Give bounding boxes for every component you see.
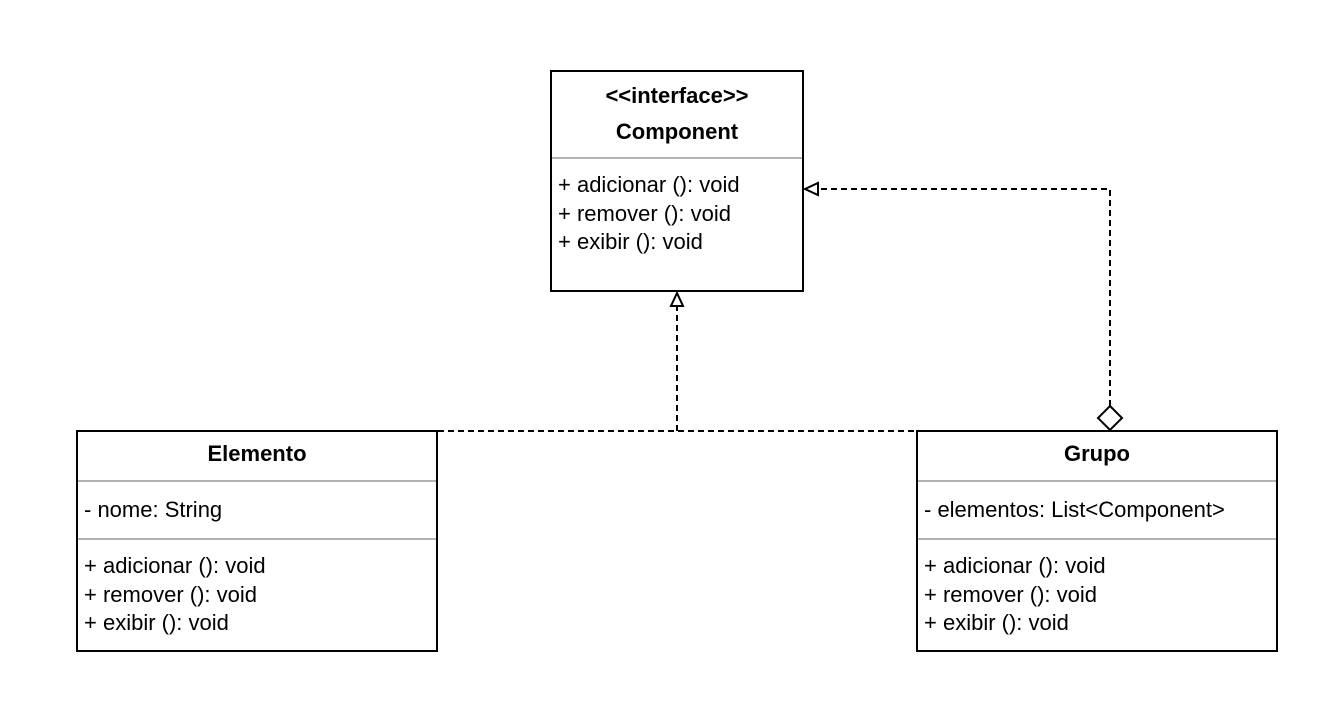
- realization-arrowhead-bottom: [669, 290, 685, 307]
- class-component[interactable]: <<interface>> Component + adicionar (): …: [550, 70, 804, 292]
- grupo-operation: + adicionar (): void: [924, 553, 1106, 578]
- class-grupo[interactable]: Grupo - elementos: List<Component> + adi…: [916, 430, 1278, 652]
- grupo-attribute: - elementos: List<Component>: [924, 497, 1225, 522]
- component-operation: + exibir (): void: [558, 229, 703, 254]
- grupo-name: Grupo: [918, 432, 1276, 482]
- elemento-operation: + exibir (): void: [84, 610, 229, 635]
- grupo-operation: + exibir (): void: [924, 610, 1069, 635]
- component-operation: + remover (): void: [558, 200, 731, 226]
- aggregation-line-grupo-to-component: [818, 188, 1111, 406]
- realization-line-elemento-grupo-to-component: [438, 306, 916, 432]
- aggregation-arrowhead-right: [802, 181, 819, 197]
- component-operation: + adicionar (): void: [558, 172, 740, 197]
- grupo-operation: + remover (): void: [924, 581, 1097, 607]
- elemento-operation: + adicionar (): void: [84, 553, 266, 578]
- elemento-name: Elemento: [78, 432, 436, 482]
- component-header: <<interface>> Component: [552, 72, 802, 159]
- elemento-attribute: - nome: String: [84, 497, 223, 522]
- elemento-operations: + adicionar (): void + remover (): void …: [78, 540, 436, 638]
- component-name: Component: [615, 119, 739, 144]
- grupo-attributes: - elementos: List<Component>: [918, 482, 1276, 540]
- elemento-operation: + remover (): void: [84, 581, 257, 607]
- grupo-operations: + adicionar (): void + remover (): void …: [918, 540, 1276, 638]
- elemento-attributes: - nome: String: [78, 482, 436, 540]
- component-operations: + adicionar (): void + remover (): void …: [552, 159, 802, 257]
- component-stereotype: <<interface>>: [605, 83, 749, 108]
- class-elemento[interactable]: Elemento - nome: String + adicionar (): …: [76, 430, 438, 652]
- aggregation-diamond: [1096, 404, 1124, 432]
